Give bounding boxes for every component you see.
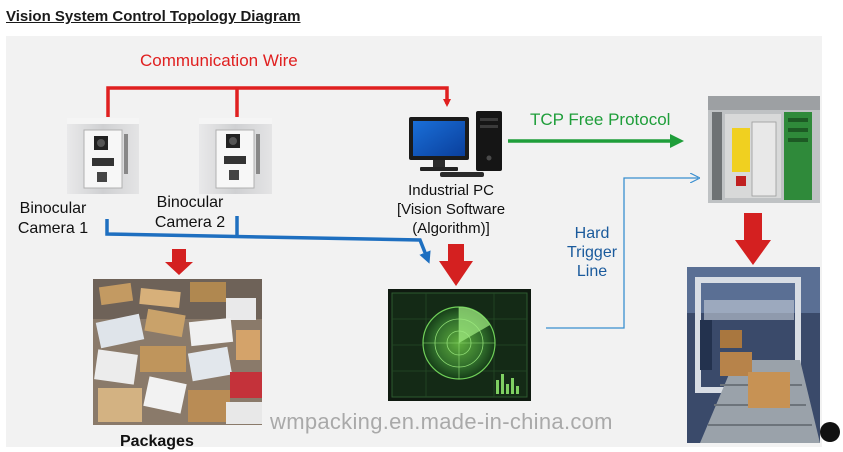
camera2-label: Binocular Camera 2: [154, 194, 226, 231]
camera1-image: [67, 118, 139, 194]
industrial-pc-image: [409, 111, 502, 177]
communication-wire: [106, 86, 451, 117]
packages-image: [93, 279, 262, 425]
tcp-protocol-label: TCP Free Protocol: [530, 110, 671, 129]
pc-label-line3: (Algorithm)]: [412, 220, 490, 237]
hard-trigger-label: Hard Trigger Line: [566, 225, 618, 280]
diagram-title: Vision System Control Topology Diagram: [6, 8, 301, 25]
camera2-image: [199, 118, 272, 194]
radar-monitor-image: [388, 289, 531, 401]
pc-label-line2: [Vision Software: [396, 201, 506, 218]
hard-trigger-line: [546, 178, 698, 329]
controller-cabinet-image: [708, 96, 820, 203]
conveyor-image: [687, 267, 840, 443]
down-arrow-conveyor: [735, 213, 771, 265]
camera-signal-wire: [105, 216, 431, 264]
down-arrow-packages: [165, 249, 193, 275]
watermark: wmpacking.en.made-in-china.com: [270, 409, 613, 434]
pc-label-line1: Industrial PC: [408, 182, 494, 199]
industrial-pc-label: Industrial PC [Vision Software (Algorith…: [378, 181, 524, 238]
down-arrow-monitor: [439, 244, 473, 286]
camera1-label: Binocular Camera 1: [17, 200, 89, 237]
packages-label: Packages: [120, 433, 194, 450]
communication-wire-label: Communication Wire: [140, 51, 298, 70]
